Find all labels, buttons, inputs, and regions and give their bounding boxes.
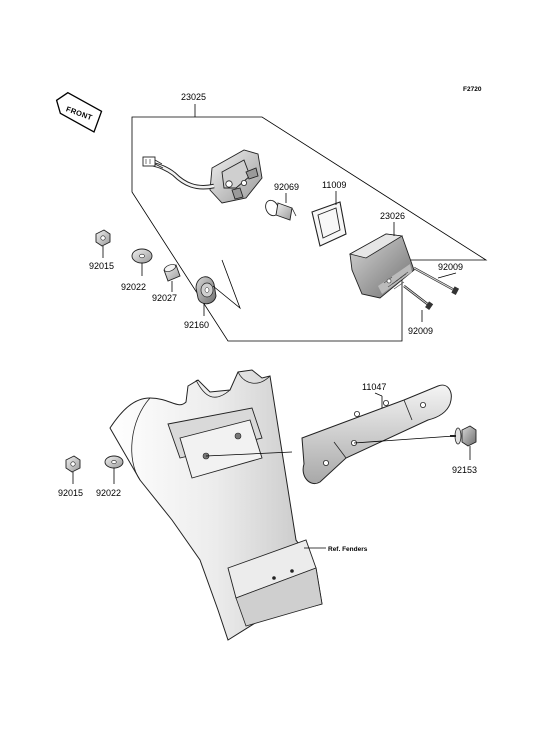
rear-fender: [109, 369, 323, 641]
wire-harness: [142, 156, 215, 190]
part-label-11047: 11047: [362, 382, 386, 392]
lens-gasket: [311, 201, 347, 247]
assembly-hint-line: [212, 259, 241, 310]
bulb: [265, 199, 297, 221]
ref-fenders-label: Ref. Fenders: [328, 546, 368, 553]
washer-92022-upper: [131, 248, 153, 264]
part-label-92009-lower: 92009: [408, 326, 433, 336]
part-label-23025: 23025: [181, 92, 206, 102]
part-label-92027: 92027: [152, 293, 177, 303]
part-label-92015-upper: 92015: [89, 261, 114, 271]
assembly-outline: [131, 116, 488, 342]
part-label-92022-lower: 92022: [96, 488, 121, 498]
part-label-92153: 92153: [452, 465, 477, 475]
bolt-92153: [450, 425, 477, 447]
nut-92015-lower: [65, 455, 81, 473]
washer-92022-lower: [104, 455, 124, 469]
guide-line-fender-bracket: [205, 451, 293, 457]
part-label-92022-upper: 92022: [121, 282, 146, 292]
front-arrow-icon: FRONT: [55, 91, 103, 133]
grommet-92160: [195, 276, 217, 305]
figure-code: F2720: [463, 86, 482, 93]
nut-92015-upper: [95, 229, 111, 247]
license-bracket: [301, 384, 452, 484]
leader-92009-upper: [437, 272, 457, 279]
part-label-92015-lower: 92015: [58, 488, 83, 498]
part-label-92009-upper: 92009: [438, 262, 463, 272]
part-label-11009: 11009: [322, 180, 346, 190]
part-label-92160: 92160: [184, 320, 209, 330]
screw-92009-upper: [413, 266, 460, 295]
leader-11047-b: [374, 392, 383, 397]
lamp-lens: [348, 233, 415, 299]
screw-92009-lower: [403, 285, 434, 310]
tail-lamp-housing: [209, 149, 263, 204]
part-label-23026: 23026: [380, 211, 405, 221]
collar-92027: [163, 264, 181, 282]
guide-line-bolt: [353, 435, 455, 444]
part-label-92069: 92069: [274, 182, 299, 192]
